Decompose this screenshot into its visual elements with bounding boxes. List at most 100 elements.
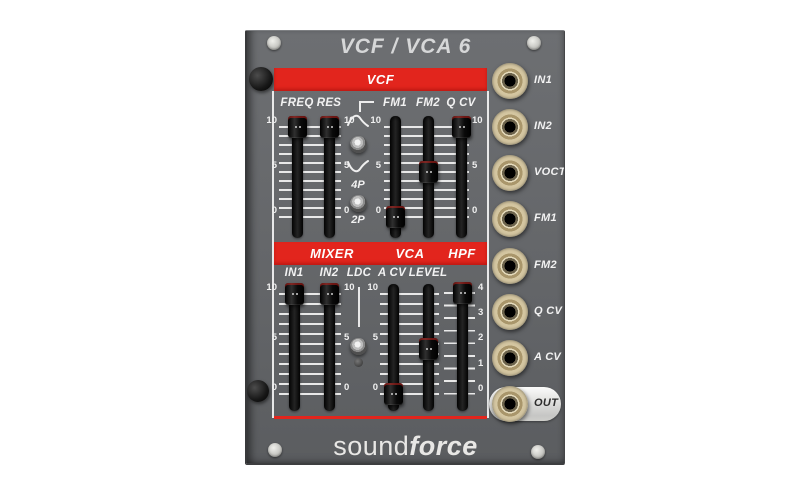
fm1-bracket-line <box>359 101 374 112</box>
section-border-right <box>487 91 489 418</box>
scale-label: 5 <box>271 160 277 171</box>
level-slider-label: LEVEL <box>408 267 448 279</box>
acv-slider-label: A CV <box>377 267 407 279</box>
scale-label: 4 <box>478 282 484 293</box>
in2-slider-handle[interactable] <box>319 283 339 305</box>
scale-label: 5 <box>375 160 381 171</box>
fm2-slider-handle[interactable] <box>418 161 438 183</box>
mounting-screw-top-left <box>267 36 281 50</box>
lowpass-curve-icon <box>347 114 369 127</box>
jack-acv-label: A CV <box>534 351 562 363</box>
section-border-bottom <box>274 416 487 419</box>
scale-label: 3 <box>478 307 484 318</box>
hpf-header-label: HPF <box>448 246 476 261</box>
module-panel: VCF / VCA 6 VCF FREQ RES FM1 FM2 Q CV 4P <box>245 30 565 465</box>
jack-fm2-label: FM2 <box>534 259 557 271</box>
qcv-slider-handle[interactable] <box>451 116 471 138</box>
level-slider-handle[interactable] <box>418 338 438 360</box>
brand-logo-sound: sound <box>333 431 410 461</box>
in1-slider-label: IN1 <box>284 267 304 279</box>
filter-type-switch[interactable] <box>350 136 367 153</box>
jack-in2[interactable] <box>492 109 528 145</box>
jack-acv[interactable] <box>492 340 528 376</box>
side-knob-bottom <box>247 380 269 402</box>
scale-label: 10 <box>367 282 378 293</box>
jack-in2-label: IN2 <box>534 120 553 132</box>
mixer-header-label: MIXER <box>310 246 354 261</box>
jack-in1[interactable] <box>492 63 528 99</box>
jack-fm1-label: FM1 <box>534 212 557 224</box>
scale-label: 10 <box>472 115 483 126</box>
freq-label: FREQ <box>280 97 314 109</box>
scale-label: 0 <box>478 383 484 394</box>
qcv-slider-track[interactable] <box>455 116 467 238</box>
scale-label: 0 <box>344 382 350 393</box>
ldc-label: LDC <box>346 267 372 279</box>
fm2-label: FM2 <box>416 97 440 109</box>
jack-qcv-label: Q CV <box>534 305 563 317</box>
mounting-screw-top-right <box>527 36 541 50</box>
scale-label: 1 <box>478 358 484 369</box>
scale-label: 0 <box>372 382 378 393</box>
scale-label: 0 <box>375 205 381 216</box>
ldc-switch[interactable] <box>350 338 367 355</box>
ldc-switch-washer <box>354 358 363 367</box>
vcf-header-label: VCF <box>366 72 395 87</box>
jack-fm1[interactable] <box>492 201 528 237</box>
pole-count-switch[interactable] <box>350 195 367 212</box>
scale-label: 10 <box>266 115 277 126</box>
side-knob-top <box>249 67 273 91</box>
jack-voct[interactable] <box>492 155 528 191</box>
in1-slider-track[interactable] <box>288 284 300 411</box>
scale-label: 0 <box>271 382 277 393</box>
ldc-line <box>358 287 360 327</box>
scale-label: 5 <box>372 332 378 343</box>
two-pole-label: 2P <box>351 214 365 226</box>
section-border-left <box>272 91 274 418</box>
jack-out-label: OUT <box>534 397 559 409</box>
brand-logo-force: force <box>409 431 478 461</box>
in2-slider-track[interactable] <box>323 284 335 411</box>
fm1-slider-handle[interactable] <box>385 206 405 228</box>
scale-label: 2 <box>478 332 484 343</box>
in2-slider-label: IN2 <box>319 267 339 279</box>
res-label: RES <box>316 97 342 109</box>
freq-slider-track[interactable] <box>291 116 303 238</box>
scale-label: 0 <box>271 205 277 216</box>
acv-slider-track[interactable] <box>387 284 399 411</box>
scale-label: 5 <box>344 160 350 171</box>
scale-label: 0 <box>344 205 350 216</box>
brand-logo: soundforce <box>247 431 564 462</box>
vcf-section-header: VCF <box>274 68 487 91</box>
res-slider-handle[interactable] <box>319 116 339 138</box>
four-pole-label: 4P <box>351 179 365 191</box>
jack-voct-label: VOCT <box>534 166 565 178</box>
in1-slider-handle[interactable] <box>284 283 304 305</box>
freq-slider-handle[interactable] <box>287 116 307 138</box>
scale-label: 5 <box>472 160 478 171</box>
jack-in1-label: IN1 <box>534 74 553 86</box>
hpf-slider-track[interactable] <box>456 284 468 411</box>
jack-out[interactable] <box>492 386 528 422</box>
scale-label: 10 <box>344 282 355 293</box>
module-title: VCF / VCA 6 <box>339 35 472 58</box>
acv-slider-handle[interactable] <box>383 383 403 405</box>
scale-label: 5 <box>271 332 277 343</box>
notch-curve-icon <box>347 160 369 173</box>
mounting-screw-bottom-left <box>268 443 282 457</box>
res-slider-track[interactable] <box>323 116 335 238</box>
scale-label: 0 <box>472 205 478 216</box>
scale-label: 5 <box>344 332 350 343</box>
vca-header-label: VCA <box>395 246 425 261</box>
jack-qcv[interactable] <box>492 294 528 330</box>
scale-label: 10 <box>266 282 277 293</box>
hpf-slider-handle[interactable] <box>452 282 472 304</box>
mixer-section-header: MIXER VCA HPF <box>274 242 487 265</box>
fm1-slider-track[interactable] <box>389 116 401 238</box>
mounting-screw-bottom-right <box>531 445 545 459</box>
jack-fm2[interactable] <box>492 248 528 284</box>
qcv-label: Q CV <box>446 97 476 109</box>
scale-label: 10 <box>344 115 355 126</box>
fm1-label: FM1 <box>383 97 407 109</box>
